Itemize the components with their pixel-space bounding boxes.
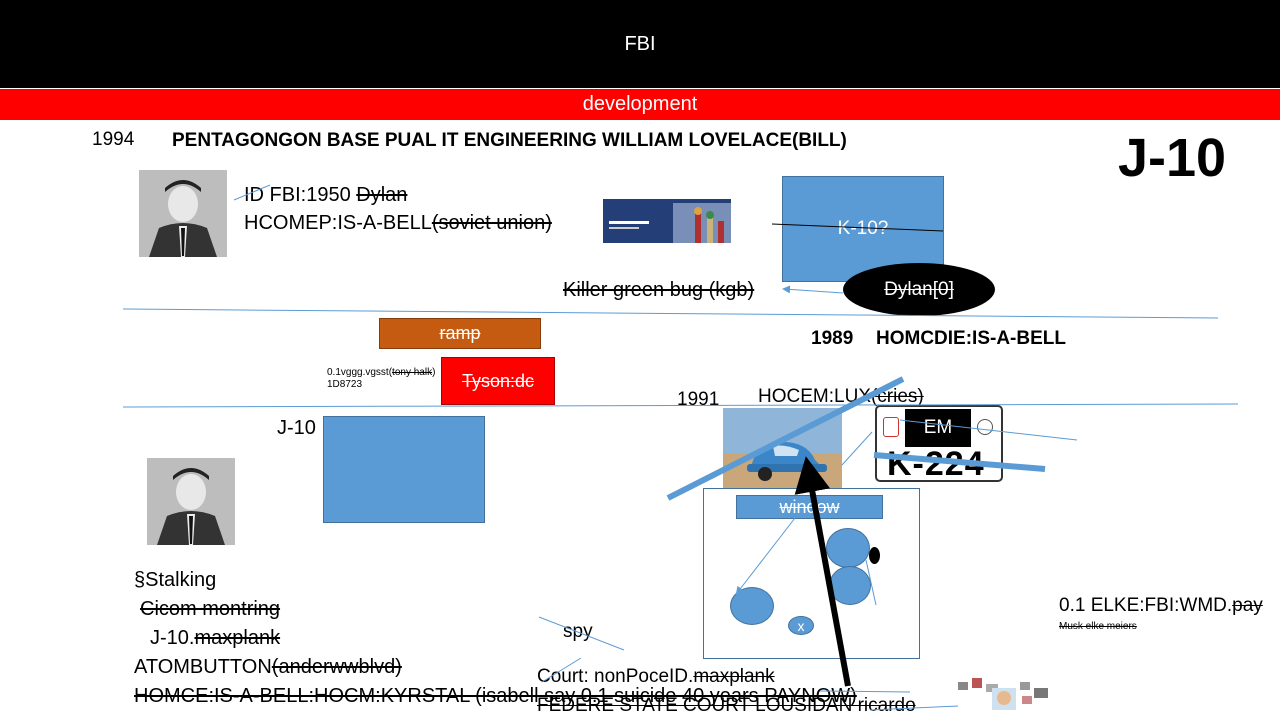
spy-text: spy [563, 621, 593, 642]
license-plate: EM K-224 [875, 405, 1003, 482]
circle-3 [730, 587, 774, 625]
portrait-photo [139, 170, 227, 257]
j10-maxplank-line: J-10.maxplank [150, 627, 281, 649]
j10-box [323, 416, 485, 523]
header-title: FBI [624, 32, 656, 55]
homcdie-text: HOMCDIE:IS-A-BELL [876, 328, 1066, 349]
year-1994: 1994 [92, 129, 135, 150]
tyson-box: Tyson:dc [441, 357, 555, 405]
portrait-photo-2 [147, 458, 235, 545]
website-thumbnail [603, 191, 731, 253]
stalking-title: §Stalking [134, 569, 217, 591]
atombutton-line: ATOMBUTTON(anderwwblvd) [134, 656, 402, 678]
black-dot [869, 547, 880, 564]
killer-text: Killer green bug (kgb) [563, 279, 755, 301]
window-label-box: window [736, 495, 883, 519]
circle-2 [829, 566, 871, 605]
circle-1 [826, 528, 870, 568]
year-1991: 1991 [677, 389, 720, 410]
subheader-bar: development [0, 89, 1280, 120]
court-line: Court: nonPoceID.maxplank [537, 666, 775, 687]
car-photo [723, 408, 842, 488]
x-oval: x [788, 616, 814, 635]
code-j10: J-10 [1118, 128, 1227, 188]
headline: PENTAGONGON BASE PUAL IT ENGINEERING WIL… [172, 130, 847, 151]
cicom-line: Cicom montring [140, 598, 281, 620]
j10-left-label: J-10 [277, 417, 316, 439]
dylan-oval: Dylan[0] [843, 263, 995, 316]
homce-line: HOMCE:IS-A-BELL:HOCM:KYRSTAL (isabell sa… [134, 685, 857, 707]
small-note: 0.1vggg.vgsst(tony halk) 1D8723 [327, 367, 436, 390]
plate-seal-icon [883, 417, 899, 437]
federe-line: FEDERE STATE COURT LOUSIDAN ricardo [537, 695, 916, 716]
year-1989: 1989 [811, 328, 854, 349]
header-bar: FBI [0, 0, 1280, 88]
musk-line: Musk elke meiers [1059, 621, 1137, 632]
ramp-box: ramp [379, 318, 541, 349]
elke-line: 0.1 ELKE:FBI:WMD.pay [1059, 595, 1263, 616]
id-line: ID FBI:1950 Dylan [244, 184, 408, 206]
plate-number: K-224 [887, 445, 985, 482]
plate-emblem-icon [977, 419, 993, 435]
collage-thumbnail [958, 676, 1050, 710]
hcomep-line: HCOMEP:IS-A-BELL(soviet union) [244, 212, 552, 234]
plate-em-label: EM [905, 409, 971, 447]
subheader-title: development [582, 93, 698, 115]
